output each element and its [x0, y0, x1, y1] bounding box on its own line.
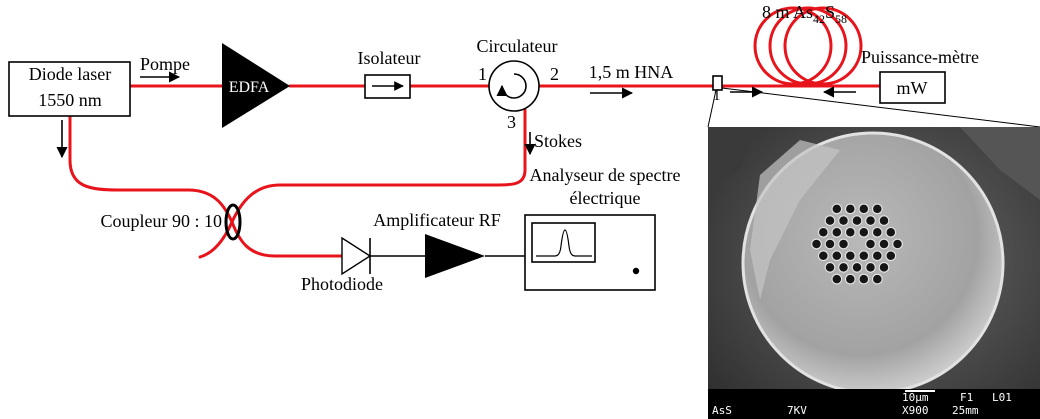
analyzer-knob — [632, 267, 640, 275]
sem-l-label: L01 — [992, 391, 1012, 404]
fiber-coil-loop — [753, 6, 833, 86]
circulator-rotation-arrow-icon — [496, 73, 527, 99]
fiber-hole — [858, 250, 870, 262]
circulator-label: Circulateur — [477, 36, 558, 56]
fiber-hole — [858, 226, 870, 238]
hna-label: 1,5 m HNA — [589, 62, 674, 82]
analyzer-label-line2: électrique — [570, 188, 641, 208]
fiber-hole — [824, 215, 836, 226]
circulator-port-2: 2 — [550, 64, 559, 84]
pump-label: Pompe — [140, 54, 190, 74]
fiber-hole-lattice — [811, 203, 903, 285]
sem-scale-label: 10µm — [902, 391, 929, 404]
coupler-label: Coupleur 90 : 10 — [101, 211, 223, 231]
photodiode-triangle — [341, 236, 372, 276]
zoom-line-left — [707, 89, 717, 128]
circulator-circle — [488, 60, 540, 112]
isolator-label: Isolateur — [358, 48, 421, 68]
splice-marker — [712, 75, 723, 91]
sem-debris — [960, 127, 1040, 200]
fiber-hole — [844, 226, 856, 238]
fiber-hole — [865, 262, 876, 273]
fiber-coil-loop — [783, 6, 863, 86]
photodiode-label: Photodiode — [301, 274, 383, 294]
fiber-hole — [858, 203, 870, 215]
sem-working-distance-label: 25mm — [952, 404, 979, 417]
fiber-hole — [878, 238, 890, 250]
fiber-hole — [851, 262, 863, 273]
edfa-label: EDFA — [229, 79, 270, 96]
fiber-laser-to-coupler — [68, 114, 344, 258]
sem-sample-label: AsS — [712, 404, 732, 417]
analyzer-spectrum-peak — [536, 229, 592, 257]
fiber-hole — [865, 238, 876, 250]
fiber-hole — [831, 250, 843, 262]
circulator-port-3: 3 — [507, 112, 516, 132]
zoom-line-right — [721, 87, 1040, 128]
fiber-hole — [831, 226, 843, 238]
fiber-hole — [817, 250, 829, 262]
fiber-hole — [878, 215, 890, 226]
fiber-hole — [831, 273, 843, 285]
fiber-hole — [844, 203, 856, 215]
fiber-hole — [838, 215, 849, 226]
fiber-hole — [844, 273, 856, 285]
fiber-hole — [844, 250, 856, 262]
power-meter-box — [879, 71, 946, 104]
fiber-hole — [831, 203, 843, 215]
power-meter-unit: mW — [897, 78, 928, 98]
sem-f-label: F1 — [960, 391, 973, 404]
fiber-hole — [878, 262, 890, 273]
laser-wavelength-label: 1550 nm — [38, 90, 102, 110]
fiber-hole — [811, 238, 822, 250]
fiber-hole — [858, 273, 870, 285]
power-meter-label: Puissance-mètre — [861, 47, 979, 67]
sem-micrograph: 10µm F1 L01 AsS 7KV X900 25mm — [708, 127, 1040, 419]
stokes-label: Stokes — [534, 131, 582, 151]
fiber-hole — [885, 226, 897, 238]
laser-diode-label: Diode laser — [29, 64, 111, 84]
edfa-amplifier-triangle — [222, 43, 290, 128]
laser-diode-box — [8, 61, 131, 117]
fiber-broken-fragment — [750, 140, 840, 300]
fiber-hole — [824, 262, 836, 273]
fiber-hole — [871, 273, 883, 285]
fiber-hole — [885, 250, 897, 262]
fiber-hole — [871, 203, 883, 215]
fiber-hole — [838, 262, 849, 273]
sem-debris — [708, 127, 760, 190]
coupler-ring — [224, 203, 242, 241]
fiber-hole — [892, 238, 903, 250]
fiber-hole — [838, 238, 849, 250]
fiber-hole — [824, 238, 836, 250]
circulator-port-1: 1 — [478, 64, 487, 84]
rf-amplifier-label: Amplificateur RF — [373, 210, 500, 230]
sem-magnification-label: X900 — [902, 404, 929, 417]
fiber-hole — [817, 226, 829, 238]
sem-info-bar — [708, 389, 1040, 419]
fiber-hole — [871, 226, 883, 238]
splice-label: 1 — [713, 88, 721, 104]
analyzer-label-line1: Analyseur de spectre — [530, 165, 681, 185]
chalcogenide-fiber-label: 8 m As42S58 — [762, 2, 847, 26]
sem-voltage-label: 7KV — [787, 404, 807, 417]
fiber-hole — [865, 215, 876, 226]
rf-amplifier-triangle — [425, 234, 485, 278]
fiber-circulator-port3-to-coupler — [198, 108, 527, 259]
fiber-coil-loop — [768, 6, 848, 86]
fiber-hole — [871, 250, 883, 262]
fiber-hole — [851, 215, 863, 226]
